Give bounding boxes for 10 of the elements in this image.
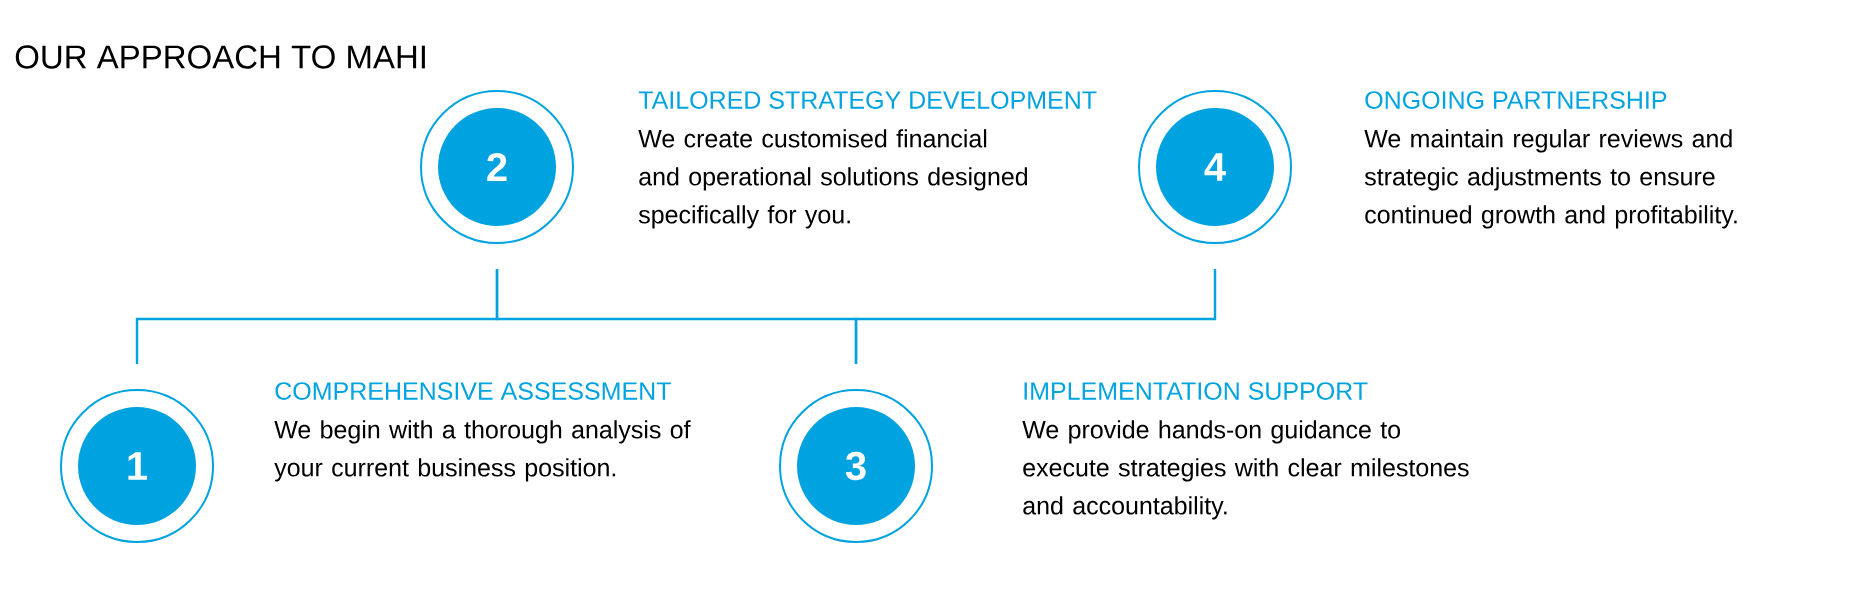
step-heading: TAILORED STRATEGY DEVELOPMENT [638, 91, 1097, 109]
step-heading: ONGOING PARTNERSHIP [1365, 91, 1667, 109]
step-description: We create customised financial and operational solutions designed specifically for you. [638, 129, 1028, 229]
step-description: We begin with a thorough analysis of your current business position. [274, 420, 691, 482]
step-description: We provide hands-on guidance to execute strategies with clear milestones and accountability. [1022, 420, 1469, 520]
step-heading: IMPLEMENTATION SUPPORT [1024, 382, 1368, 400]
step-heading: COMPREHENSIVE ASSESSMENT [275, 382, 671, 400]
title: OUR APPROACH TO MAHI [15, 45, 425, 69]
step-description: We maintain regular reviews and strategic adjustments to ensure continued growth and profitability. [1364, 129, 1737, 229]
connector-line [854, 269, 1217, 364]
